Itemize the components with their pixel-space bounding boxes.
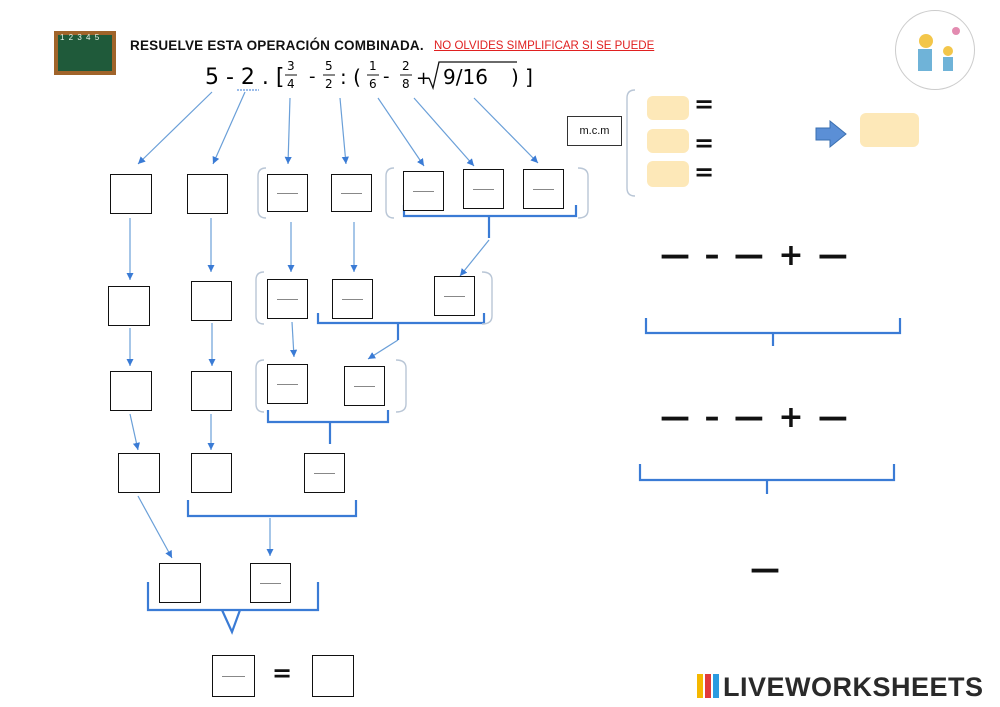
fraction-box-r1-3[interactable] — [267, 174, 308, 212]
expr-f1-num: 3 — [287, 60, 295, 73]
fraction-box-r2-3[interactable] — [267, 279, 308, 319]
mcm-equals-1: = — [694, 90, 715, 118]
mcm-equals-3: = — [694, 158, 715, 186]
expr-f2-den: 2 — [325, 77, 333, 91]
right-expression-2: — – — + — — [660, 400, 850, 435]
mcm-field-2[interactable] — [647, 129, 689, 153]
expr-f3-den: 6 — [369, 77, 377, 91]
answer-box-r2-2[interactable] — [191, 281, 232, 321]
liveworksheets-logo: LIVEWORKSHEETS — [723, 672, 984, 702]
fraction-box-r3-3[interactable] — [267, 364, 308, 404]
warning-text: NO OLVIDES SIMPLIFICAR SI SE PUEDE — [434, 40, 655, 52]
expression-svg: 5 - 2 . [ 3 4 - 5 2 : ( 1 6 - 2 8 + 9/16… — [205, 59, 533, 91]
author-logo-art — [918, 27, 960, 71]
fraction-box-r2-5[interactable] — [434, 276, 475, 316]
liveworksheets-logo-icon — [697, 674, 719, 698]
mcm-field-1[interactable] — [647, 96, 689, 120]
expr-lead: 5 - 2 . [ — [205, 65, 284, 90]
expr-minus2: - — [383, 66, 390, 87]
chalkboard-icon — [54, 31, 116, 75]
expr-plus: + — [416, 68, 431, 89]
answer-box-r2-1[interactable] — [108, 286, 150, 326]
right-single-bar: — — [750, 552, 782, 587]
mcm-label: m.c.m — [567, 116, 622, 146]
final-answer-box[interactable] — [312, 655, 354, 697]
answer-box-r5-1[interactable] — [159, 563, 201, 603]
expr-close: ) ] — [511, 65, 533, 89]
answer-box-r1-1[interactable] — [110, 174, 152, 214]
author-logo — [895, 10, 975, 90]
fraction-box-r5-2[interactable] — [250, 563, 291, 603]
expr-f3-num: 1 — [369, 60, 377, 73]
right-arrow-icon — [815, 119, 847, 149]
expr-colon: : ( — [340, 65, 361, 89]
mcm-field-3[interactable] — [647, 161, 689, 187]
fraction-box-r2-4[interactable] — [332, 279, 373, 319]
right-expression-1: — – — + — — [660, 238, 850, 273]
expr-f1-den: 4 — [287, 77, 295, 91]
fraction-box-r1-4[interactable] — [331, 174, 372, 212]
answer-box-r3-1[interactable] — [110, 371, 152, 411]
final-equals: = — [272, 659, 293, 687]
answer-box-r3-2[interactable] — [191, 371, 232, 411]
expr-f4-num: 2 — [402, 60, 410, 73]
chalkboard-text: 1 2 3 4 5 — [60, 33, 101, 42]
fraction-box-r3-4[interactable] — [344, 366, 385, 406]
expr-minus1: - — [309, 66, 316, 87]
expr-f2-num: 5 — [325, 60, 333, 73]
final-fraction-box[interactable] — [212, 655, 255, 697]
expr-f4-den: 8 — [402, 77, 410, 91]
page-title: RESUELVE ESTA OPERACIÓN COMBINADA. — [130, 38, 424, 53]
mcm-equals-2: = — [694, 129, 715, 157]
mcm-result-field[interactable] — [860, 113, 919, 147]
operation-expression: 5 - 2 . [ 3 4 - 5 2 : ( 1 6 - 2 8 + 9/16… — [205, 59, 545, 106]
answer-box-r1-2[interactable] — [187, 174, 228, 214]
answer-box-r4-2[interactable] — [191, 453, 232, 493]
expr-radicand: 9/16 — [443, 65, 488, 89]
answer-box-r4-1[interactable] — [118, 453, 160, 493]
fraction-box-r4-3[interactable] — [304, 453, 345, 493]
fraction-box-r1-6[interactable] — [463, 169, 504, 209]
fraction-box-r1-7[interactable] — [523, 169, 564, 209]
fraction-box-r1-5[interactable] — [403, 171, 444, 211]
